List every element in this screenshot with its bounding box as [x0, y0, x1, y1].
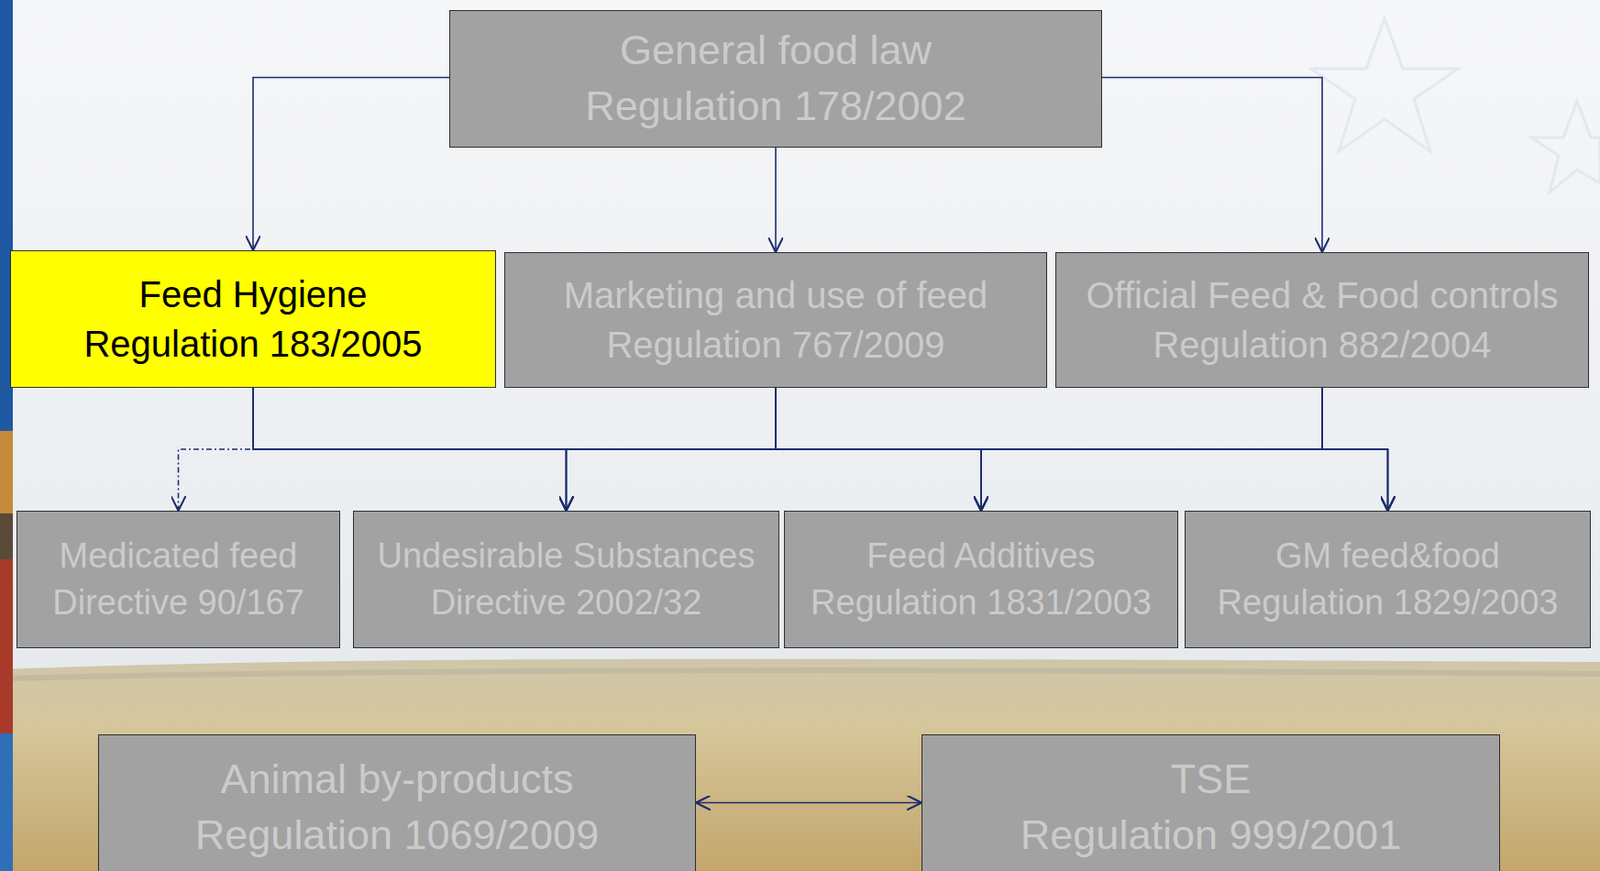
horizon — [0, 670, 1600, 679]
regulation-box: GM feed&foodRegulation 1829/2003 — [1184, 510, 1591, 649]
regulation-box: TSERegulation 999/2001 — [921, 734, 1501, 871]
box-title: Official Feed & Food controls — [1085, 270, 1558, 320]
connector-arrow — [774, 147, 777, 253]
left-strip — [0, 0, 13, 871]
regulation-number: Regulation 882/2004 — [1152, 320, 1491, 370]
regulation-number: Regulation 1831/2003 — [810, 579, 1152, 627]
box-title: General food law — [619, 22, 932, 79]
regulation-box: Medicated feedDirective 90/167 — [16, 510, 341, 649]
regulation-number: Directive 90/167 — [52, 579, 305, 627]
regulation-number: Regulation 1829/2003 — [1217, 579, 1559, 627]
regulation-box: General food lawRegulation 178/2002 — [449, 10, 1103, 148]
box-title: Feed Hygiene — [138, 269, 367, 320]
connector-arrow — [1322, 387, 1389, 511]
regulation-number: Regulation 767/2009 — [606, 320, 945, 370]
regulation-box: Official Feed & Food controlsRegulation … — [1055, 252, 1589, 388]
left-strip — [0, 733, 13, 871]
regulation-number: Regulation 999/2001 — [1020, 807, 1402, 864]
regulation-box: Marketing and use of feedRegulation 767/… — [504, 252, 1048, 388]
connector-arrow — [253, 77, 450, 252]
regulation-box: Undesirable SubstancesDirective 2002/32 — [353, 510, 780, 649]
connector-arrow — [253, 387, 1389, 511]
box-title: Feed Additives — [866, 532, 1095, 580]
box-title: TSE — [1170, 751, 1252, 808]
connector-arrow — [981, 387, 1323, 511]
left-strip — [0, 513, 13, 560]
dashed-connector — [178, 387, 254, 511]
regulation-number: Directive 2002/32 — [430, 579, 703, 627]
connector-arrow — [1102, 77, 1323, 254]
connector-arrow — [695, 802, 922, 805]
regulation-number: Regulation 1069/2009 — [195, 807, 599, 864]
left-strip — [0, 559, 13, 734]
star-decoration — [1311, 18, 1600, 193]
regulation-box: Animal by-productsRegulation 1069/2009 — [98, 734, 696, 871]
left-strip — [0, 430, 13, 514]
box-title: Marketing and use of feed — [563, 270, 989, 320]
regulation-number: Regulation 183/2005 — [83, 319, 422, 369]
connector-arrow — [566, 387, 1324, 511]
box-title: Animal by-products — [220, 751, 574, 808]
regulation-number: Regulation 178/2002 — [584, 78, 966, 135]
box-title: Undesirable Substances — [377, 532, 756, 580]
box-title: Medicated feed — [59, 532, 298, 580]
box-title: GM feed&food — [1275, 532, 1501, 580]
highlighted-box: Feed HygieneRegulation 183/2005 — [10, 250, 497, 388]
regulation-box: Feed AdditivesRegulation 1831/2003 — [783, 510, 1179, 649]
